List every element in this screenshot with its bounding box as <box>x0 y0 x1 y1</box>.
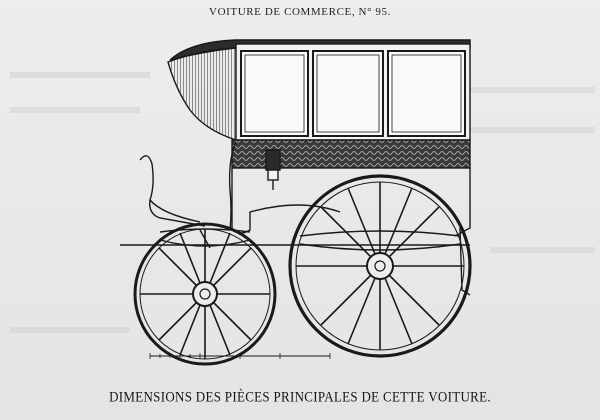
rear-wheel <box>288 174 472 358</box>
carriage-body <box>167 39 471 237</box>
front-wheel <box>133 222 277 366</box>
driver-seat <box>139 141 237 231</box>
page-header: VOITURE DE COMMERCE, N° 95. <box>209 6 391 18</box>
bleed-through-text <box>10 72 595 333</box>
section-caption: DIMENSIONS DES PIÈCES PRINCIPALES DE CET… <box>109 387 491 406</box>
scale-bar <box>149 353 331 359</box>
carriage-illustration <box>10 39 595 366</box>
